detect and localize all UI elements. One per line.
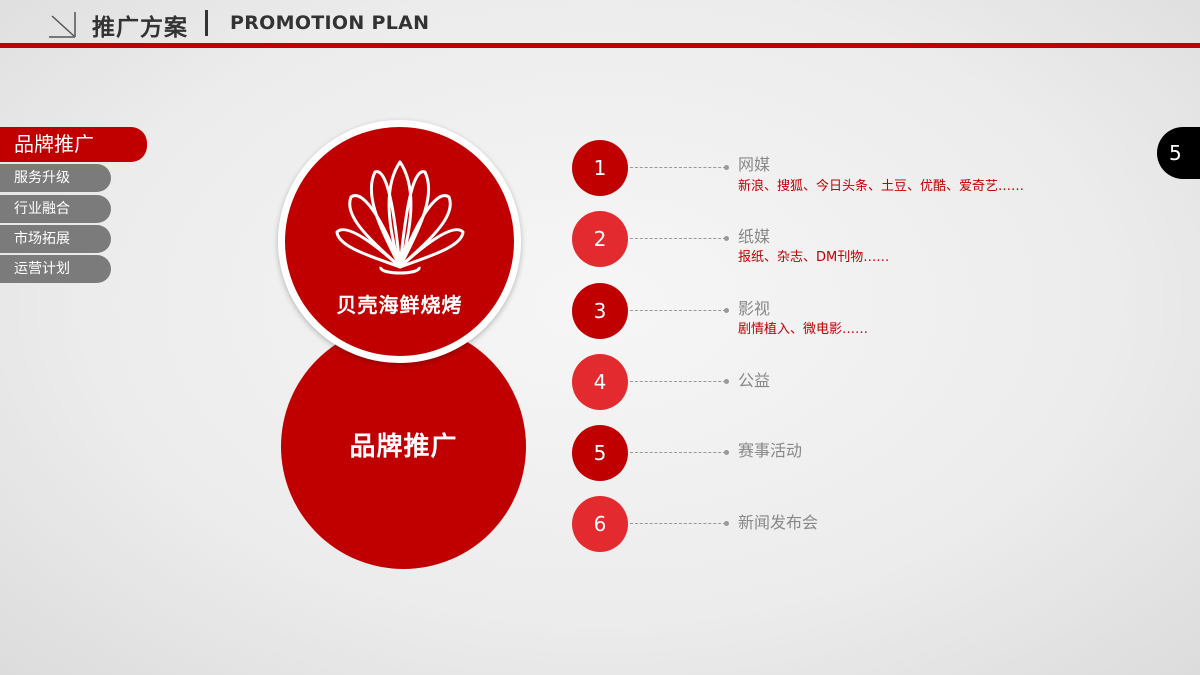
- channel-title: 网媒: [738, 155, 771, 174]
- nav-item-operation-plan[interactable]: 运营计划: [0, 255, 111, 283]
- channel-desc: 剧情植入、微电影……: [738, 322, 869, 337]
- connector-dot: [724, 236, 729, 241]
- channel-desc: 报纸、杂志、DM刊物……: [738, 250, 890, 265]
- number-badge: 3: [572, 283, 628, 339]
- channel-item: 4 公益: [572, 354, 1092, 410]
- page-title: 推广方案: [92, 15, 188, 41]
- channel-item: 6 新闻发布会: [572, 496, 1092, 552]
- section-title: 品牌推广: [349, 431, 458, 462]
- nav-item-industry-integration[interactable]: 行业融合: [0, 195, 111, 223]
- channel-item: 5 赛事活动: [572, 425, 1092, 481]
- dashed-connector: [630, 523, 726, 524]
- slide-header: 推广方案 PROMOTION PLAN: [0, 0, 1200, 50]
- channel-desc: 新浪、搜狐、今日头条、土豆、优酷、爱奇艺……: [738, 179, 1025, 194]
- brand-logo-circle: 贝壳海鲜烧烤: [278, 120, 521, 363]
- channel-item: 3 影视 剧情植入、微电影……: [572, 283, 1092, 339]
- nav-item-market-expansion[interactable]: 市场拓展: [0, 225, 111, 253]
- connector-dot: [724, 521, 729, 526]
- channel-title: 新闻发布会: [738, 513, 819, 532]
- connector-dot: [724, 308, 729, 313]
- connector-dot: [724, 165, 729, 170]
- brand-name: 贝壳海鲜烧烤: [336, 293, 463, 317]
- number-badge: 1: [572, 140, 628, 196]
- scallop-shell-icon: [335, 160, 465, 275]
- channel-title: 纸媒: [738, 227, 771, 246]
- nav-item-service-upgrade[interactable]: 服务升级: [0, 164, 111, 192]
- page-number-badge: 5: [1157, 127, 1200, 179]
- arrow-down-right-icon: [49, 12, 76, 38]
- page-subtitle: PROMOTION PLAN: [230, 12, 430, 34]
- section-circle: 品牌推广: [281, 324, 526, 569]
- channel-title: 赛事活动: [738, 441, 803, 460]
- number-badge: 4: [572, 354, 628, 410]
- dashed-connector: [630, 167, 726, 168]
- dashed-connector: [630, 381, 726, 382]
- dashed-connector: [630, 452, 726, 453]
- header-divider: [0, 43, 1200, 48]
- dashed-connector: [630, 310, 726, 311]
- number-badge: 6: [572, 496, 628, 552]
- number-badge: 2: [572, 211, 628, 267]
- channel-item: 2 纸媒 报纸、杂志、DM刊物……: [572, 211, 1092, 267]
- channel-title: 公益: [738, 371, 771, 390]
- connector-dot: [724, 450, 729, 455]
- dashed-connector: [630, 238, 726, 239]
- number-badge: 5: [572, 425, 628, 481]
- connector-dot: [724, 379, 729, 384]
- channel-item: 1 网媒 新浪、搜狐、今日头条、土豆、优酷、爱奇艺……: [572, 140, 1092, 196]
- title-separator: [205, 10, 208, 36]
- nav-item-brand-promotion[interactable]: 品牌推广: [0, 127, 147, 162]
- channel-title: 影视: [738, 299, 771, 318]
